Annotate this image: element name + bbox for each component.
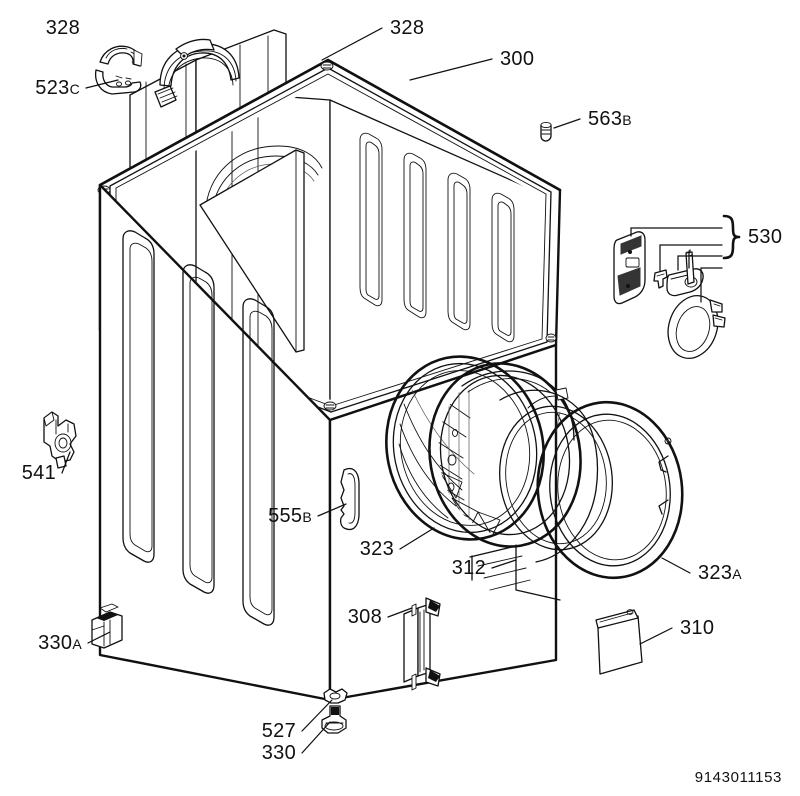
- inner-rib-group: [359, 132, 515, 343]
- interlock-switch-541: [43, 411, 77, 469]
- part-label-555b: 555B: [268, 505, 312, 527]
- leader-lines: [61, 27, 691, 754]
- part-label-541: 541: [21, 462, 56, 484]
- top-rear-bracket-328: [154, 38, 240, 108]
- adjustable-foot-330: [321, 705, 347, 734]
- door-outer-ring-323a: [536, 400, 684, 580]
- plug-cap-563b: [540, 121, 552, 142]
- label-328: 328: [45, 17, 80, 39]
- part-label-310: 310: [680, 617, 715, 639]
- door-hinge-308: [403, 597, 441, 691]
- door-seal-bellows-323: [428, 362, 582, 548]
- part-label-300: 300: [500, 48, 535, 70]
- hose-clip-523c: [94, 45, 143, 95]
- part-label-323: 323: [359, 538, 394, 560]
- document-number: 9143011153: [694, 769, 782, 786]
- part-label-523c: 523C: [35, 77, 80, 99]
- part-label-527: 527: [261, 720, 296, 742]
- part-label-323a: 323A: [698, 562, 742, 584]
- left-panel-rib-group: [122, 230, 275, 626]
- side-panel-plug-555b: [339, 467, 360, 531]
- foot-pad-330a: [91, 603, 123, 649]
- part-label-530: 530: [748, 226, 783, 248]
- service-flap-310: [595, 609, 643, 675]
- cabinet-shell-300: [97, 29, 562, 702]
- front-port-opening: [385, 355, 545, 541]
- part-label-308: 308: [347, 606, 382, 628]
- part-label-563b: 563B: [588, 108, 632, 130]
- part-label-312: 312: [451, 557, 486, 579]
- door-handle-lock-kit-530: [613, 214, 741, 359]
- part-label-330a: 330A: [38, 632, 82, 654]
- part-label-330: 330: [261, 742, 296, 764]
- lock-washer-527: [323, 688, 348, 704]
- part-label-328: 328: [390, 17, 425, 39]
